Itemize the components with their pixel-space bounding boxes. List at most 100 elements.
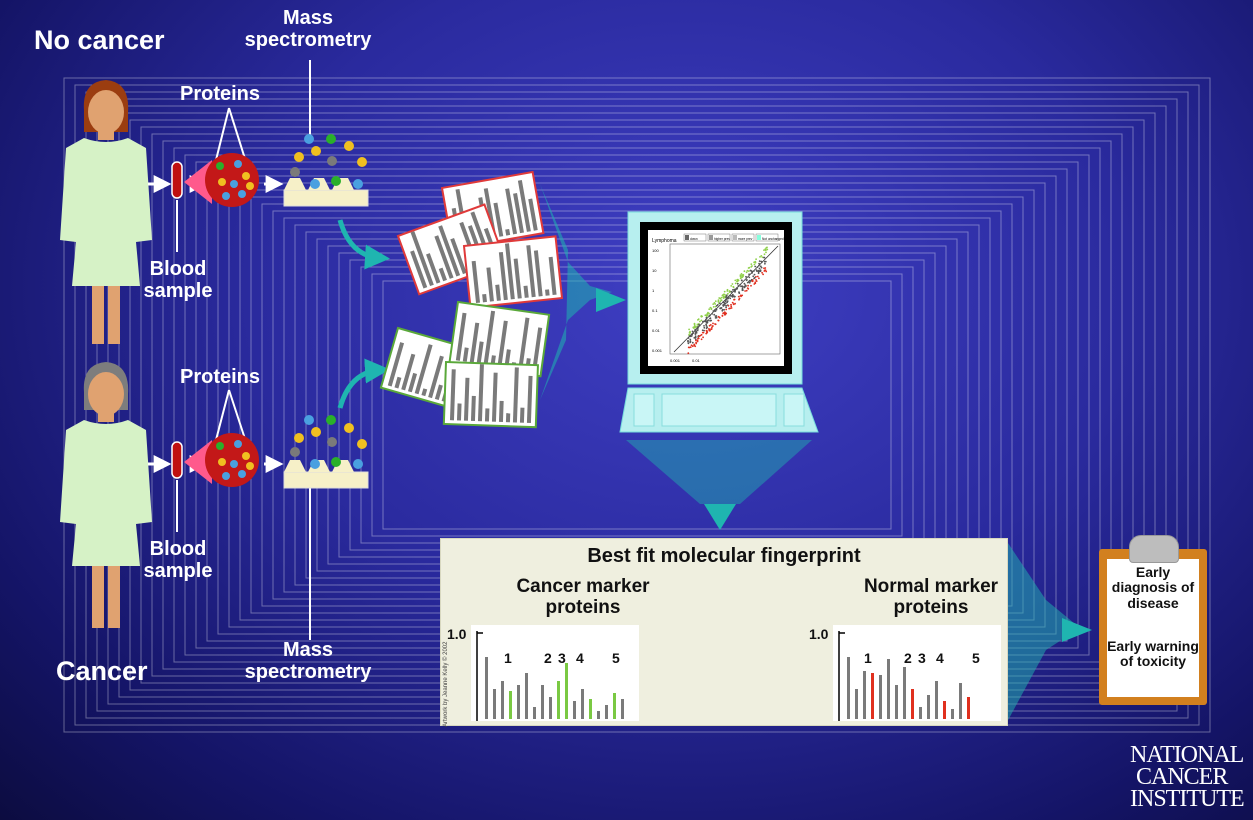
scatter-legend-label: higher prev bbox=[714, 237, 730, 241]
scatter-point bbox=[710, 319, 713, 322]
scatter-point bbox=[691, 345, 694, 348]
y-axis-label-cancer: 1.0 bbox=[447, 626, 467, 642]
scatter-point bbox=[713, 313, 716, 316]
mass-spec-label-top: Mass spectrometry bbox=[244, 7, 372, 51]
scatter-y-tick: 10 bbox=[652, 268, 657, 273]
scatter-point bbox=[705, 320, 707, 323]
protein-sample-top bbox=[184, 107, 259, 207]
scatter-point bbox=[743, 270, 746, 273]
scatter-point bbox=[766, 246, 768, 249]
scatter-point bbox=[715, 315, 718, 317]
scatter-point bbox=[733, 298, 735, 301]
marker-bar bbox=[895, 685, 898, 719]
marker-bar bbox=[597, 711, 600, 719]
scatter-point bbox=[721, 315, 724, 317]
marker-number: 1 bbox=[864, 650, 872, 666]
scatter-point bbox=[726, 300, 729, 302]
scatter-point bbox=[757, 269, 760, 272]
scatter-point bbox=[755, 258, 757, 261]
scatter-point bbox=[736, 282, 739, 285]
fingerprint-title: Best fit molecular fingerprint bbox=[587, 545, 861, 567]
scatter-point bbox=[691, 333, 693, 336]
scatter-point bbox=[726, 290, 729, 292]
scatter-point bbox=[694, 333, 697, 335]
scatter-point bbox=[711, 326, 713, 329]
scatter-point bbox=[724, 294, 726, 296]
scatter-point bbox=[703, 329, 705, 332]
scatter-point bbox=[747, 270, 750, 272]
scatter-point bbox=[752, 275, 755, 278]
scatter-point bbox=[710, 308, 713, 311]
outcome-early-diagnosis: Early diagnosis of disease bbox=[1111, 564, 1195, 611]
scatter-point bbox=[711, 313, 713, 315]
scatter-point bbox=[705, 331, 708, 333]
scatter-point bbox=[716, 304, 719, 306]
scatter-point bbox=[707, 311, 709, 314]
scatter-point bbox=[706, 326, 709, 329]
spectrum-card bbox=[442, 360, 539, 429]
scatter-point bbox=[714, 303, 717, 305]
marker-bar bbox=[573, 701, 576, 719]
scatter-point bbox=[691, 330, 694, 333]
scatter-point bbox=[728, 307, 730, 310]
blood-tube-top bbox=[171, 161, 183, 252]
scatter-point bbox=[751, 272, 753, 274]
scatter-point bbox=[712, 310, 715, 312]
scatter-point bbox=[712, 306, 715, 308]
scatter-x-tick: 0.01 bbox=[692, 358, 701, 363]
scatter-point bbox=[764, 248, 767, 250]
scatter-point bbox=[714, 323, 717, 326]
scatter-point bbox=[717, 299, 720, 302]
marker-bar bbox=[863, 671, 866, 719]
scatter-point bbox=[698, 323, 700, 326]
scatter-point bbox=[753, 270, 755, 272]
scatter-point bbox=[723, 296, 726, 298]
scatter-point bbox=[703, 326, 706, 329]
scatter-point bbox=[732, 285, 735, 288]
scatter-point bbox=[719, 300, 722, 303]
scatter-point bbox=[694, 345, 697, 348]
scatter-point bbox=[763, 267, 765, 270]
spectrum-card bbox=[462, 235, 564, 309]
marker-bar bbox=[589, 699, 592, 719]
marker-number: 3 bbox=[558, 650, 566, 666]
marker-bar bbox=[919, 707, 922, 719]
scatter-point bbox=[701, 329, 704, 332]
marker-number: 4 bbox=[576, 650, 584, 666]
scatter-point bbox=[761, 271, 763, 274]
scatter-point bbox=[718, 297, 721, 299]
scatter-point bbox=[739, 275, 742, 278]
scatter-point bbox=[696, 329, 699, 332]
scatter-point bbox=[724, 302, 727, 305]
scatter-point bbox=[709, 317, 711, 320]
scatter-point bbox=[705, 315, 708, 318]
y-axis-label-normal: 1.0 bbox=[809, 626, 829, 642]
scatter-point bbox=[726, 297, 728, 300]
scatter-legend-label: down bbox=[690, 237, 698, 241]
scatter-point bbox=[732, 303, 735, 306]
spectra-cards bbox=[379, 170, 564, 429]
scatter-point bbox=[725, 312, 728, 315]
marker-bar bbox=[927, 695, 930, 719]
scatter-point bbox=[731, 283, 734, 285]
scatter-point bbox=[722, 301, 725, 303]
scatter-point bbox=[751, 265, 753, 267]
computer-keyboard bbox=[619, 387, 819, 433]
scatter-point bbox=[694, 336, 697, 339]
scatter-point bbox=[758, 264, 760, 267]
scatter-point bbox=[746, 279, 748, 281]
scatter-y-tick: 0.01 bbox=[652, 328, 661, 333]
scatter-point bbox=[758, 262, 760, 265]
scatter-point bbox=[706, 319, 709, 322]
scatter-point bbox=[744, 290, 746, 292]
scatter-point bbox=[762, 273, 764, 276]
scatter-point bbox=[732, 289, 734, 291]
scatter-point bbox=[725, 308, 728, 311]
scatter-point bbox=[709, 306, 712, 309]
scatter-point bbox=[743, 285, 746, 288]
scatter-point bbox=[729, 297, 732, 300]
scatter-point bbox=[704, 314, 707, 317]
scatter-point bbox=[727, 296, 730, 298]
marker-bar bbox=[935, 681, 938, 719]
scatter-point bbox=[695, 339, 697, 342]
